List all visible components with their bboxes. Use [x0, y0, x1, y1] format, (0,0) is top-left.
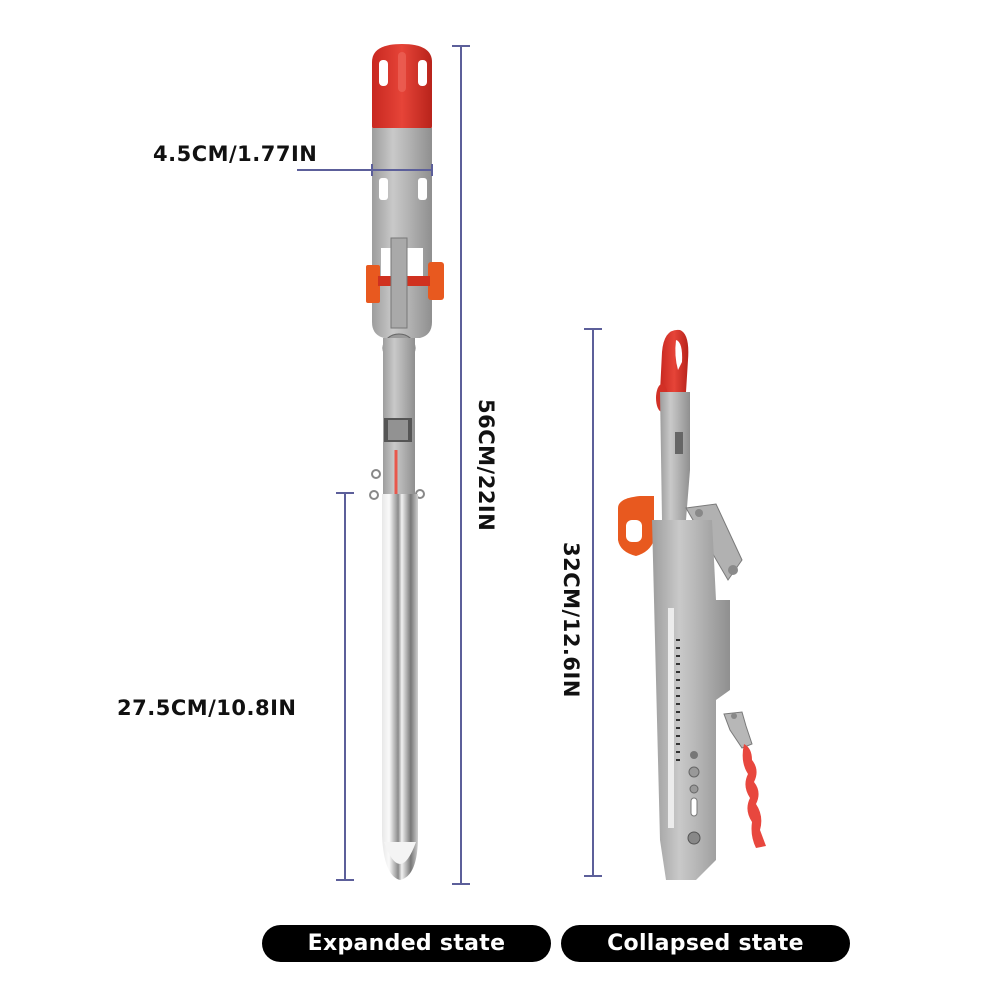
- collapsed-state-label: Collapsed state: [607, 931, 804, 956]
- collapsed-state-badge: Collapsed state: [561, 925, 850, 962]
- spike-length-dimension-line: [336, 492, 354, 881]
- expanded-state-label: Expanded state: [307, 931, 506, 956]
- expanded-rod-holder: [366, 44, 444, 880]
- collapsed-length-label: 32CM/12.6IN: [559, 542, 583, 698]
- total-length-label: 56CM/22IN: [474, 399, 498, 532]
- spike-length-label: 27.5CM/10.8IN: [117, 696, 297, 720]
- total-length-dimension-line: [452, 45, 470, 885]
- head-width-label: 4.5CM/1.77IN: [153, 142, 318, 166]
- expanded-state-badge: Expanded state: [262, 925, 551, 962]
- collapsed-rod-holder: [618, 329, 766, 880]
- collapsed-length-dimension-line: [584, 328, 602, 877]
